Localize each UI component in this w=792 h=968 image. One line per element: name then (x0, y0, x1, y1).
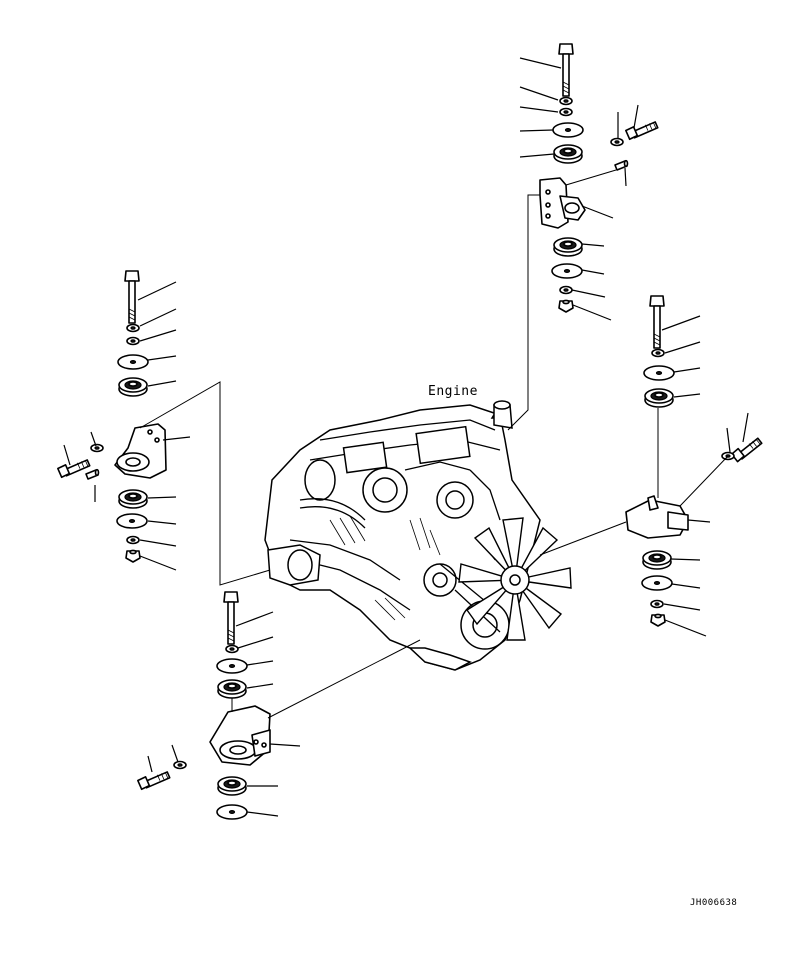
rubber-cushion-icon (644, 388, 674, 408)
rubber-cushion-icon (217, 679, 247, 699)
spring-washer-icon (126, 535, 140, 545)
mount-bracket-icon (114, 423, 167, 479)
engine-illustration (264, 400, 541, 671)
hex-bolt-icon (624, 120, 660, 141)
flat-washer-icon (216, 658, 248, 674)
flat-washer-icon (552, 122, 584, 138)
rubber-cushion-icon (553, 144, 583, 164)
spring-washer-icon (173, 760, 187, 770)
mount-assembly-upper-rear (507, 43, 660, 431)
hex-bolt-icon (649, 295, 665, 349)
flat-washer-icon (551, 263, 583, 279)
spring-washer-icon (559, 285, 573, 295)
spring-washer-icon (651, 348, 665, 358)
hex-nut-icon (558, 299, 574, 313)
engine-label: Engine (428, 384, 478, 399)
spring-washer-icon (225, 644, 239, 654)
flat-washer-icon (116, 513, 148, 529)
rubber-cushion-icon (118, 377, 148, 397)
spacer-pin-icon (85, 468, 100, 480)
mount-bracket-icon (209, 705, 271, 766)
flat-washer-icon (216, 804, 248, 820)
flat-washer-icon (641, 575, 673, 591)
hex-bolt-icon (124, 270, 140, 324)
hex-bolt-icon (558, 43, 574, 97)
hex-bolt-icon (728, 436, 766, 464)
mount-assembly-right (539, 295, 766, 637)
hex-nut-icon (650, 613, 666, 627)
rubber-cushion-icon (553, 237, 583, 257)
spring-washer-icon (90, 443, 104, 453)
mount-bracket-icon (539, 177, 586, 229)
spring-washer-icon (610, 137, 624, 147)
mount-assembly-lower-front (136, 591, 421, 820)
spring-washer-icon (559, 107, 573, 117)
rubber-cushion-icon (217, 776, 247, 796)
spring-washer-icon (559, 96, 573, 106)
drawing-number: JH006638 (690, 898, 738, 908)
cooling-fan-illustration (458, 517, 572, 641)
mount-assembly-left (56, 270, 271, 586)
rubber-cushion-icon (642, 550, 672, 570)
rubber-cushion-icon (118, 489, 148, 509)
spring-washer-icon (650, 599, 664, 609)
flat-washer-icon (117, 354, 149, 370)
hex-nut-icon (125, 549, 141, 563)
flat-washer-icon (643, 365, 675, 381)
hex-bolt-icon (223, 591, 239, 645)
mount-bracket-icon (625, 495, 689, 539)
hex-bolt-icon (136, 770, 172, 791)
spring-washer-icon (126, 336, 140, 346)
spring-washer-icon (126, 323, 140, 333)
